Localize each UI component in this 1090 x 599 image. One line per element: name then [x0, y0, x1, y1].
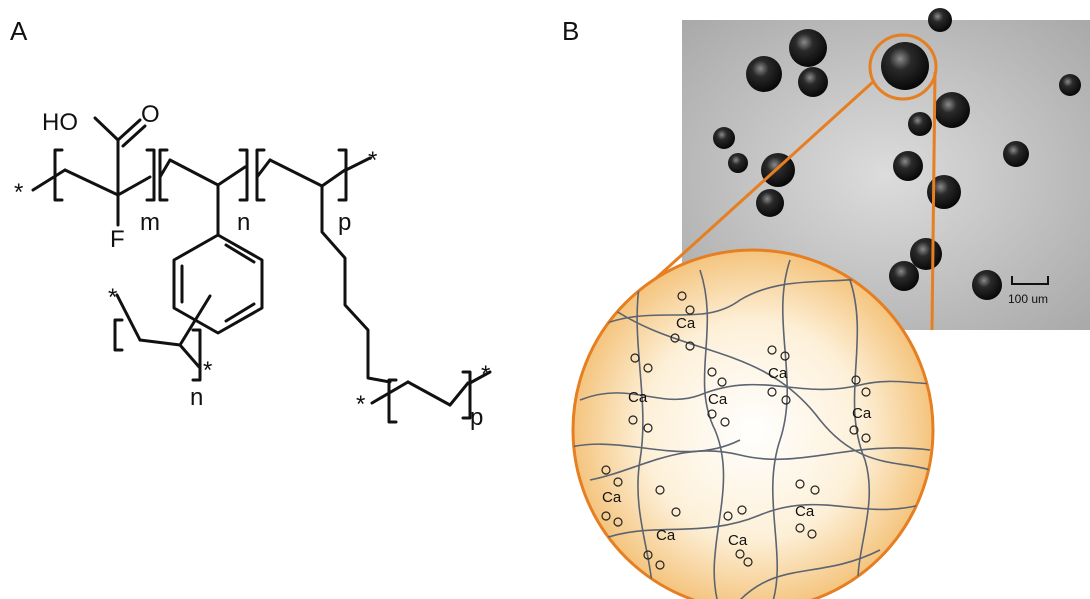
polymer-chains: [573, 259, 933, 599]
panel-a-label: A: [10, 16, 28, 46]
subscript-m: m: [140, 209, 160, 236]
ca-ion-9: Ca: [795, 503, 815, 520]
end-mark-lower-mid: *: [203, 357, 212, 384]
fluorine-label: F: [110, 226, 125, 253]
scale-bar: [1011, 276, 1049, 285]
ca-crosslinks: Ca Ca Ca Ca Ca Ca Ca Ca Ca: [601, 291, 872, 570]
subscript-p-lower: p: [470, 404, 483, 431]
panel-b-label: B: [562, 16, 579, 46]
ca-ion-7: Ca: [656, 527, 676, 544]
zoom-callout: [630, 33, 938, 331]
end-mark-lower-left: *: [108, 284, 117, 311]
ca-ion-8: Ca: [728, 532, 748, 549]
ca-ion-1: Ca: [676, 315, 696, 332]
hydroxyl-label: HO: [42, 109, 78, 136]
ca-ion-5: Ca: [852, 405, 872, 422]
ca-ion-3: Ca: [708, 391, 728, 408]
subscript-n: n: [237, 209, 250, 236]
carbonyl-oxygen-label: O: [141, 101, 160, 128]
subscript-p: p: [338, 209, 351, 236]
crosslink-network-inset: Ca Ca Ca Ca Ca Ca Ca Ca Ca: [571, 248, 935, 599]
microbeads: [713, 8, 1081, 300]
polymer-structure: [31, 116, 492, 424]
polymer-labels: HO O F m n p n p * * * * * *: [14, 101, 490, 431]
ca-ion-6: Ca: [602, 489, 622, 506]
end-mark-left: *: [14, 179, 23, 206]
end-mark-lower-right-end: *: [481, 361, 490, 388]
ca-ion-2: Ca: [628, 389, 648, 406]
end-mark-lower-right-start: *: [356, 391, 365, 418]
end-mark-right: *: [368, 147, 377, 174]
scale-bar-label: 100 um: [1008, 292, 1048, 306]
ca-ion-4: Ca: [768, 365, 788, 382]
subscript-n-lower: n: [190, 384, 203, 411]
